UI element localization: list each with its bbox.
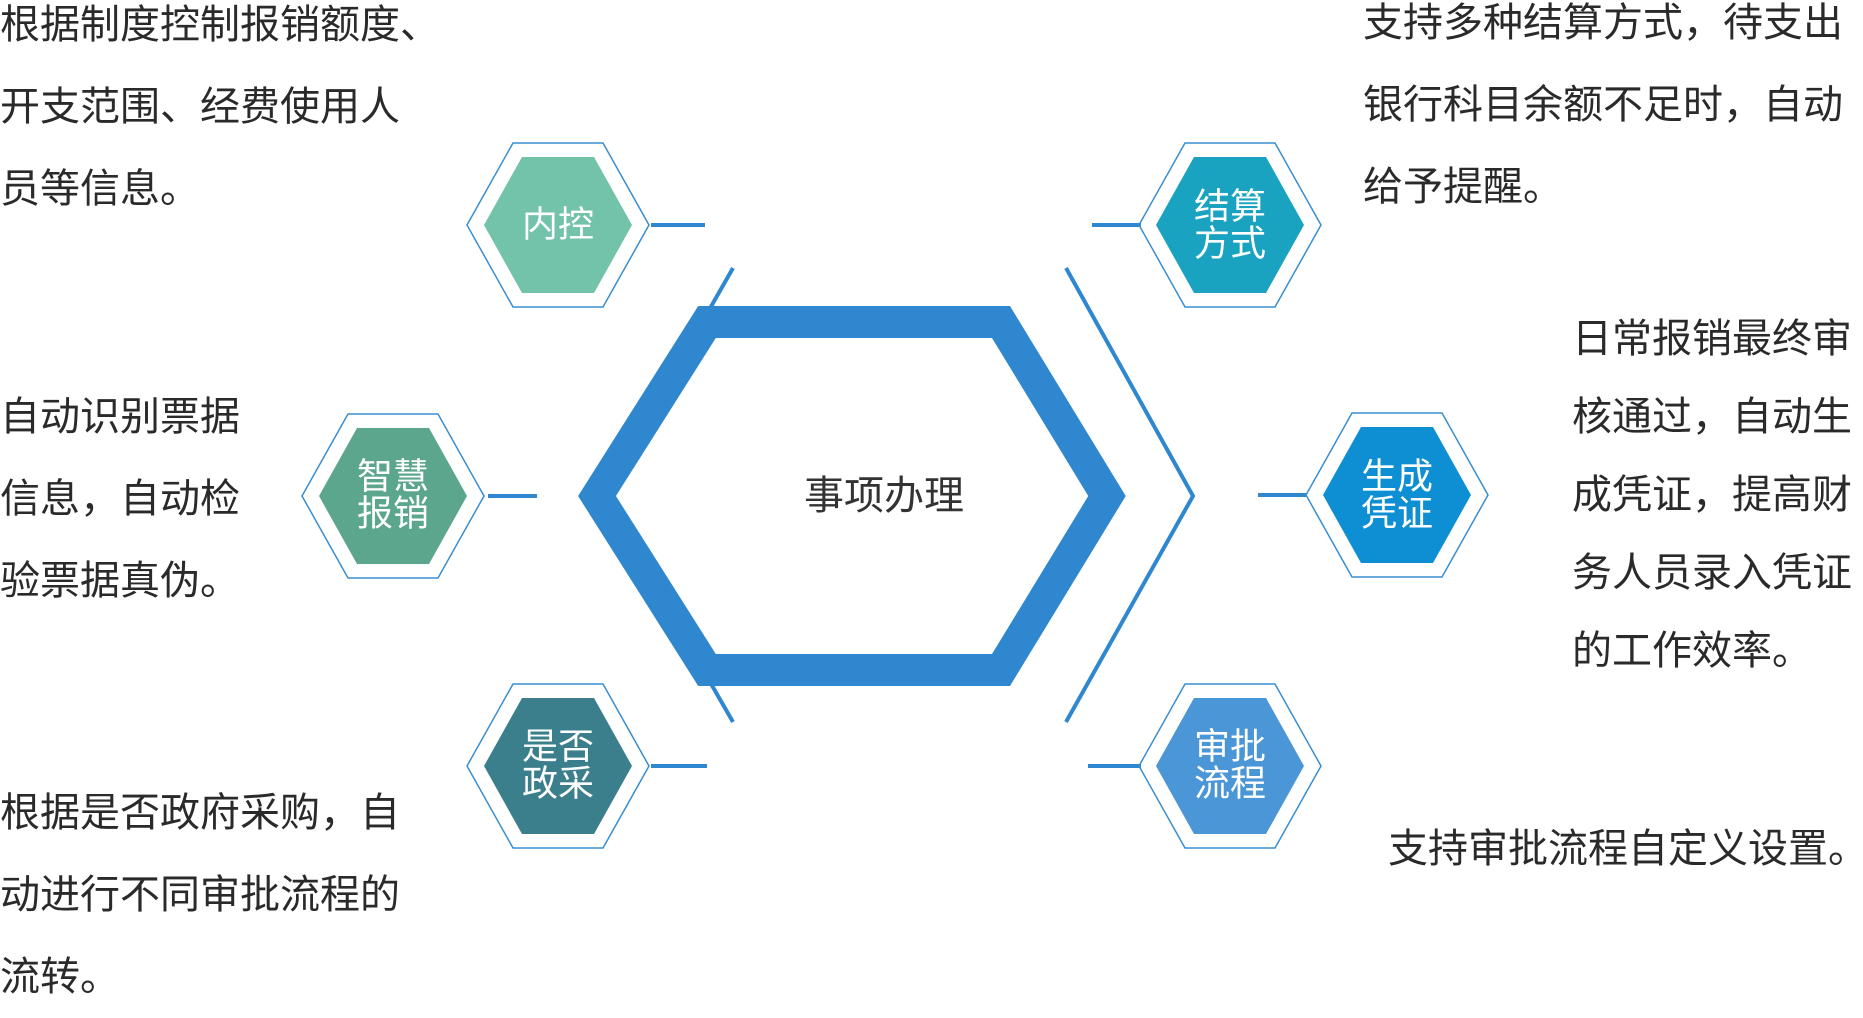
node-pingzheng-hexagon <box>1323 427 1471 563</box>
desc-pingzheng-line: 核通过，自动生 <box>1572 394 1852 440</box>
node-zhihui-label-line2: 报销 <box>357 494 429 535</box>
node-neikong-hexagon <box>484 157 632 293</box>
right-bracket-line <box>1064 267 1196 723</box>
desc-neikong-line: 开支范围、经费使用人 <box>0 84 400 130</box>
center-label: 事项办理 <box>804 473 964 519</box>
center-hexagon <box>578 306 1126 686</box>
node-shenpi-label-line1: 审批 <box>1194 727 1266 768</box>
desc-zhengcai: 根据是否政府采购，自 动进行不同审批流程的 流转。 <box>0 772 400 1018</box>
desc-zhengcai-line: 流转。 <box>0 954 120 1000</box>
node-zhengcai-label-line2: 政采 <box>522 764 594 805</box>
desc-zhengcai-line: 根据是否政府采购，自 <box>0 790 400 836</box>
desc-zhihui-line: 自动识别票据 <box>0 394 240 440</box>
node-jiesuan-hexagon <box>1156 157 1304 293</box>
node-zhengcai-outline <box>466 683 650 849</box>
node-shenpi: 审批 流程 <box>1138 683 1322 849</box>
node-zhengcai-label-line1: 是否 <box>522 727 594 768</box>
desc-pingzheng-line: 成凭证，提高财 <box>1572 472 1852 518</box>
desc-pingzheng-line: 务人员录入凭证 <box>1572 550 1852 596</box>
node-zhihui-outline <box>301 413 485 579</box>
node-pingzheng-label-line2: 凭证 <box>1361 494 1433 535</box>
left-bracket-line <box>600 267 735 723</box>
node-neikong-label-line1: 内控 <box>522 205 594 246</box>
node-pingzheng-label-line1: 生成 <box>1361 457 1433 498</box>
desc-neikong-line: 员等信息。 <box>0 166 200 212</box>
desc-shenpi-line: 支持审批流程自定义设置。 <box>1388 826 1863 872</box>
node-zhengcai-hexagon <box>484 698 632 834</box>
desc-jiesuan-line: 给予提醒。 <box>1363 164 1563 210</box>
node-jiesuan-outline <box>1138 142 1322 308</box>
desc-jiesuan-line: 支持多种结算方式，待支出 <box>1363 0 1843 46</box>
desc-zhihui-line: 信息，自动检 <box>0 476 240 522</box>
node-zhihui-label-line1: 智慧 <box>357 457 429 498</box>
desc-jiesuan: 支持多种结算方式，待支出 银行科目余额不足时，自动 给予提醒。 <box>1363 0 1843 228</box>
node-jiesuan: 结算 方式 <box>1138 142 1322 308</box>
node-shenpi-hexagon <box>1156 698 1304 834</box>
node-shenpi-label-line2: 流程 <box>1194 764 1266 805</box>
node-jiesuan-label-line1: 结算 <box>1194 187 1266 228</box>
node-zhihui: 智慧 报销 <box>301 413 485 579</box>
node-neikong-outline <box>466 142 650 308</box>
node-zhihui-hexagon <box>319 428 467 564</box>
node-neikong: 内控 <box>466 142 650 308</box>
desc-zhihui: 自动识别票据 信息，自动检 验票据真伪。 <box>0 376 240 622</box>
desc-pingzheng-line: 日常报销最终审 <box>1572 316 1852 362</box>
desc-neikong: 根据制度控制报销额度、 开支范围、经费使用人 员等信息。 <box>0 0 440 230</box>
desc-zhihui-line: 验票据真伪。 <box>0 558 240 604</box>
desc-pingzheng: 日常报销最终审 核通过，自动生 成凭证，提高财 务人员录入凭证 的工作效率。 <box>1572 300 1852 690</box>
desc-neikong-line: 根据制度控制报销额度、 <box>0 2 440 48</box>
desc-pingzheng-line: 的工作效率。 <box>1572 628 1812 674</box>
desc-zhengcai-line: 动进行不同审批流程的 <box>0 872 400 918</box>
node-jiesuan-label-line2: 方式 <box>1194 224 1266 265</box>
diagram-canvas: 事项办理 内控 智慧 报销 是否 政采 结算 方式 生成 凭证 <box>301 142 1489 849</box>
desc-jiesuan-line: 银行科目余额不足时，自动 <box>1363 82 1843 128</box>
node-shenpi-outline <box>1138 683 1322 849</box>
desc-shenpi: 支持审批流程自定义设置。 <box>1388 808 1863 890</box>
node-pingzheng-outline <box>1305 412 1489 578</box>
node-zhengcai: 是否 政采 <box>466 683 650 849</box>
node-pingzheng: 生成 凭证 <box>1305 412 1489 578</box>
